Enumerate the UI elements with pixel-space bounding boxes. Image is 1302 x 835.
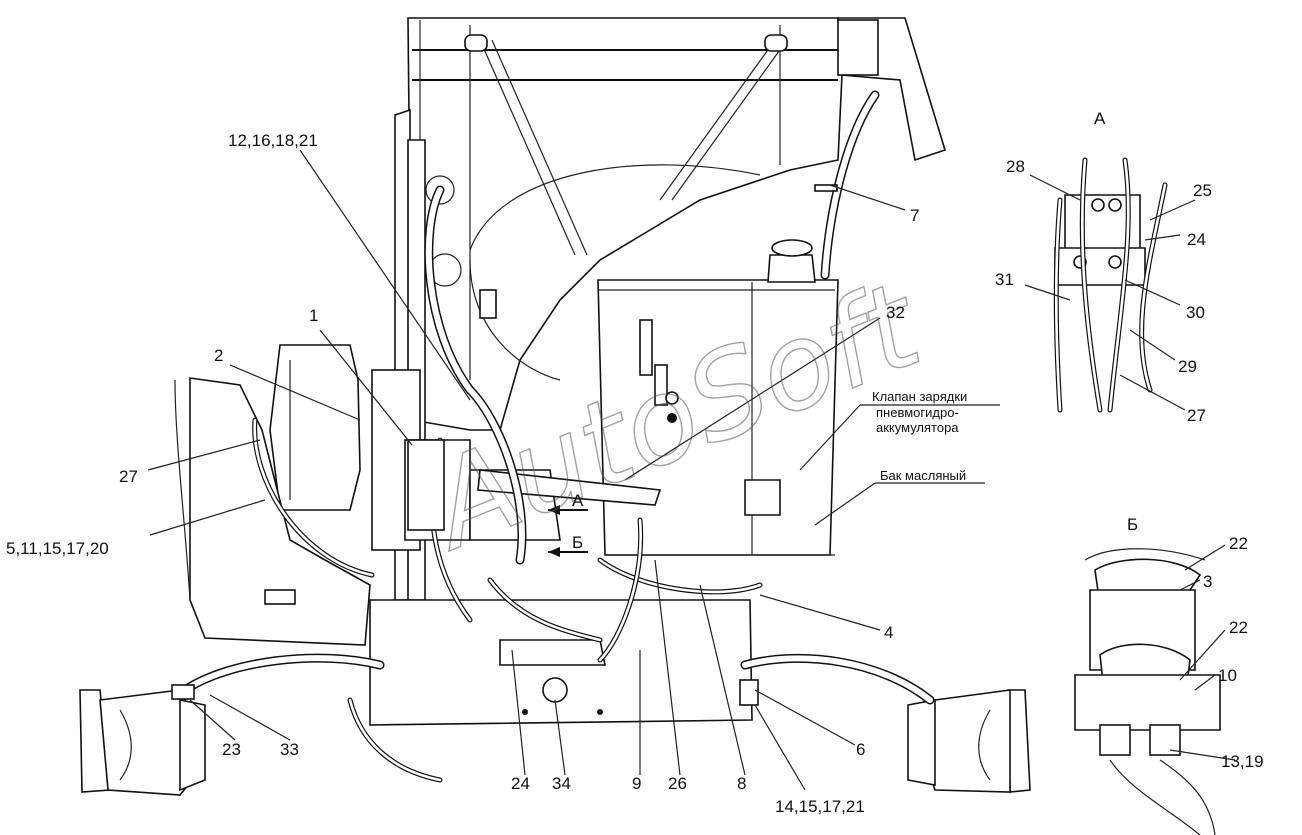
view-b-callout-3: 3 [1203, 572, 1212, 591]
view-label-a: А [1094, 109, 1106, 128]
callout-4: 4 [884, 623, 893, 642]
callout-6: 6 [856, 740, 865, 759]
fittings [171, 184, 838, 706]
section-marker-b: Б [572, 533, 583, 552]
view-a-callout-29: 29 [1178, 357, 1197, 376]
hoses [180, 90, 935, 783]
view-b-callout-22-mid: 22 [1229, 618, 1248, 637]
view-b-callout-22-top: 22 [1229, 534, 1248, 553]
callout-2: 2 [214, 346, 223, 365]
callout-12-16-18-21: 12,16,18,21 [228, 131, 318, 150]
view-a-callout-30: 30 [1186, 303, 1205, 322]
leader-lines [147, 149, 1000, 791]
oil-tank [597, 239, 839, 556]
labels: А Б А Б Клапан зарядки пневмогидро- акку… [6, 109, 1264, 816]
section-arrows [548, 505, 588, 557]
main-assembly [79, 17, 1031, 796]
callout-34: 34 [552, 774, 571, 793]
valve-note-line1: Клапан зарядки [872, 389, 967, 404]
callout-24: 24 [511, 774, 530, 793]
lower-housing [369, 599, 753, 726]
callout-7: 7 [910, 206, 919, 225]
view-b-callout-10: 10 [1218, 666, 1237, 685]
callout-14-15-17-21: 14,15,17,21 [775, 797, 865, 816]
valve-note-line3: аккумулятора [876, 420, 959, 435]
view-label-b: Б [1127, 515, 1138, 534]
right-wheel-hub [907, 689, 1031, 793]
view-a-callout-31: 31 [995, 270, 1014, 289]
callout-32: 32 [886, 303, 905, 322]
callout-8: 8 [737, 774, 746, 793]
detail-view-a [1024, 157, 1196, 413]
view-b-callout-13-19: 13,19 [1221, 752, 1264, 771]
callout-33: 33 [280, 740, 299, 759]
callout-23: 23 [222, 740, 241, 759]
view-a-callout-27: 27 [1187, 406, 1206, 425]
view-a-callout-28: 28 [1006, 157, 1025, 176]
callout-1: 1 [309, 306, 318, 325]
callout-27-left: 27 [119, 467, 138, 486]
section-marker-a: А [572, 491, 584, 510]
view-a-callout-25: 25 [1193, 181, 1212, 200]
callout-9: 9 [632, 774, 641, 793]
callout-5-11-15-17-20: 5,11,15,17,20 [6, 539, 109, 558]
valve-note-line2: пневмогидро- [876, 405, 959, 420]
left-wheel-hub [79, 689, 206, 796]
callout-26: 26 [668, 774, 687, 793]
detail-view-b [1074, 544, 1236, 835]
view-a-callout-24: 24 [1187, 230, 1206, 249]
tank-note: Бак масляный [880, 468, 966, 483]
